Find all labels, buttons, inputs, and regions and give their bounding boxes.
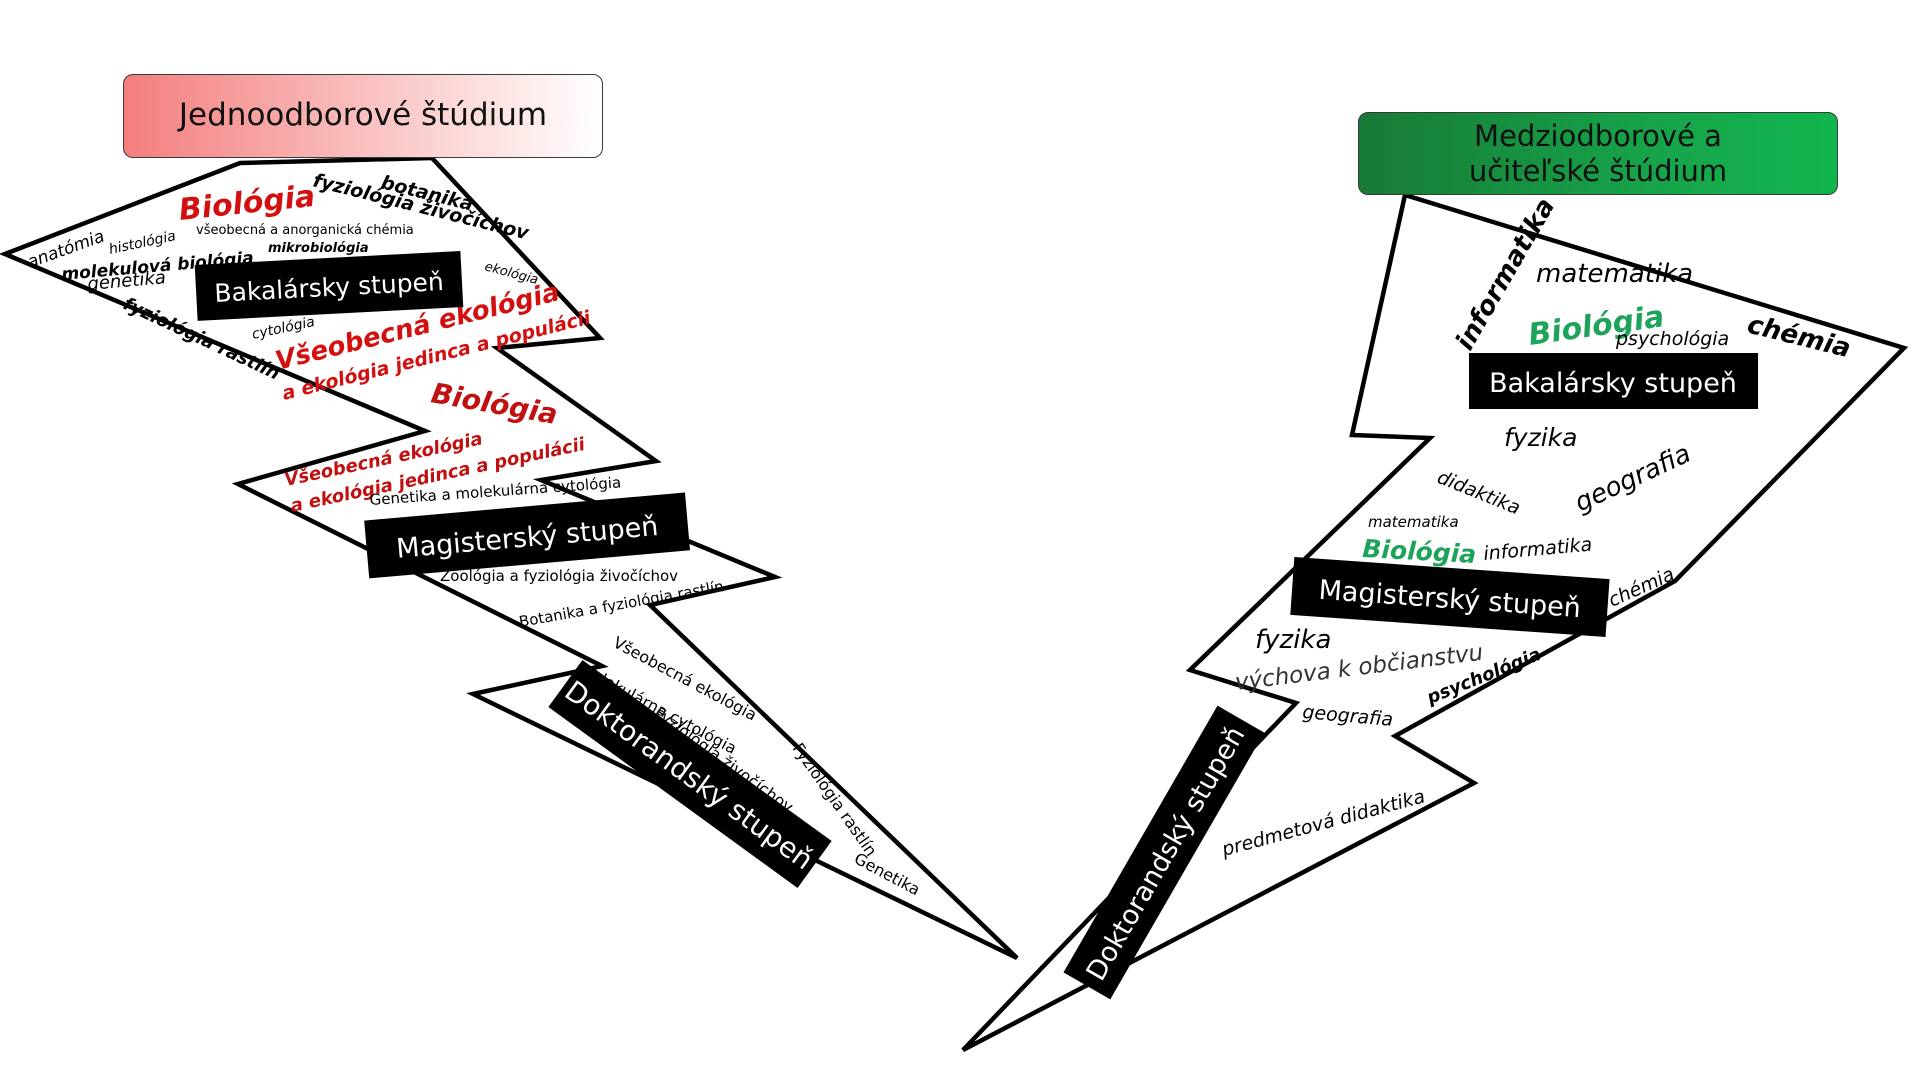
left-word-zoologia: Zoológia a fyziológia živočíchov <box>440 567 678 585</box>
left-word-mikrobiologia: mikrobiológia <box>268 241 369 256</box>
right-word-fyzika-m: fyzika <box>1255 625 1331 655</box>
right-stage-master: Magisterský stupeň <box>1290 557 1610 637</box>
svg-text:Bakalársky stupeň: Bakalársky stupeň <box>1489 368 1737 399</box>
right-word-matematika-m: matematika <box>1368 513 1459 531</box>
header-interdisciplinary-line2: učiteľské štúdium <box>1468 153 1728 188</box>
left-word-vseobecna-anorg-chemia: všeobecná a anorganická chémia <box>196 223 414 238</box>
right-stage-bachelor: Bakalársky stupeň <box>1469 353 1758 409</box>
right-word-psychologia: psychológia <box>1615 328 1729 350</box>
header-single-field: Jednoodborové štúdium <box>123 74 603 158</box>
right-word-fyzika: fyzika <box>1504 423 1577 452</box>
left-stage-bachelor: Bakalársky stupeň <box>194 251 464 321</box>
left-stage-master: Magisterský stupeň <box>364 492 691 579</box>
header-single-field-label: Jednoodborové štúdium <box>178 97 548 134</box>
header-interdisciplinary: Medziodborové a učiteľské štúdium <box>1358 112 1838 195</box>
header-interdisciplinary-line1: Medziodborové a <box>1474 118 1722 153</box>
right-word-matematika: matematika <box>1536 259 1693 289</box>
